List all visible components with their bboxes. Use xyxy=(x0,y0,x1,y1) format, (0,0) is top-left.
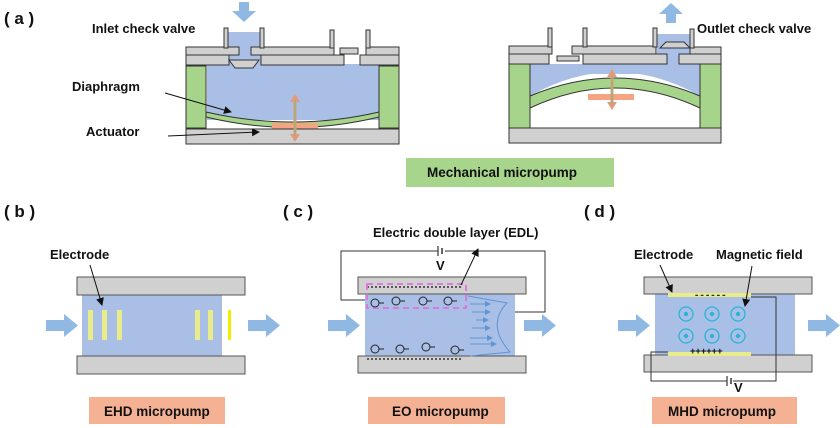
panel-c-label: ( c ) xyxy=(283,202,313,221)
ehd-pump xyxy=(76,276,246,375)
magnetic-field-pointer xyxy=(742,265,753,307)
negative-charges: ------ xyxy=(694,291,727,301)
eo-outflow-arrow-icon xyxy=(524,314,556,337)
mhd-micropump-badge xyxy=(652,397,797,424)
voltage-label-c: V xyxy=(436,258,445,273)
panel-a-label: ( a ) xyxy=(4,9,34,28)
diaphragm-pointer xyxy=(164,92,232,114)
inlet-flow-arrow-icon xyxy=(232,2,256,22)
ehd-outflow-arrow-icon xyxy=(248,314,280,337)
mhd-outflow-arrow-icon xyxy=(808,314,840,337)
electrode-pointer-d xyxy=(659,264,673,293)
magnetic-field-label: Magnetic field xyxy=(716,247,803,262)
outlet-check-valve-label: Outlet check valve xyxy=(697,21,811,36)
panel-d-label: ( d ) xyxy=(584,202,615,221)
mhd-inflow-arrow-icon xyxy=(618,314,650,337)
eo-micropump-badge-text: EO micropump xyxy=(392,404,489,419)
electrode-label-b: Electrode xyxy=(50,247,109,262)
ehd-micropump-badge-text: EHD micropump xyxy=(104,404,210,419)
eo-micropump-badge xyxy=(368,397,505,424)
voltage-label-d: V xyxy=(734,380,743,395)
edl-box xyxy=(366,283,467,309)
edl-label: Electric double layer (EDL) xyxy=(373,225,538,240)
diaphragm-label: Diaphragm xyxy=(72,79,140,94)
mechanical-pump-left xyxy=(185,27,400,145)
mhd-micropump-badge-text: MHD micropump xyxy=(668,404,776,419)
positive-charges: ++++++ xyxy=(690,347,723,357)
ehd-micropump-badge xyxy=(89,397,225,424)
actuator-label: Actuator xyxy=(86,124,139,139)
eo-pump xyxy=(340,246,546,374)
edl-pointer xyxy=(460,248,479,286)
mechanical-micropump-badge-text: Mechanical micropump xyxy=(427,165,577,180)
electrode-pointer-b xyxy=(89,264,104,306)
electrode-label-d: Electrode xyxy=(634,247,693,262)
mhd-pump xyxy=(643,276,813,386)
actuator-pointer xyxy=(167,128,260,137)
ehd-inflow-arrow-icon xyxy=(46,314,78,337)
eo-inflow-arrow-icon xyxy=(328,314,360,337)
outlet-flow-arrow-icon xyxy=(659,3,683,23)
mechanical-pump-right xyxy=(508,27,722,144)
inlet-check-valve-label: Inlet check valve xyxy=(92,21,195,36)
mechanical-micropump-badge xyxy=(406,158,614,187)
panel-b-label: ( b ) xyxy=(4,202,35,221)
